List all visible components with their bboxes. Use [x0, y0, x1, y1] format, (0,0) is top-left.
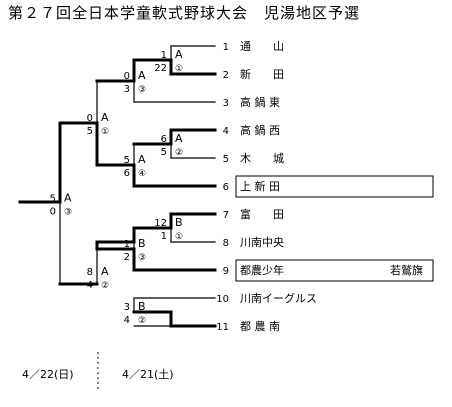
- match-block-label: A: [138, 69, 146, 82]
- team-name: 新 田: [240, 67, 284, 81]
- match-block-label: A: [175, 48, 183, 61]
- match-block-label: B: [175, 216, 183, 229]
- score-top: 1: [161, 50, 167, 61]
- champion-box: [235, 175, 434, 198]
- team-number: 9: [223, 266, 229, 277]
- match-block-label: A: [64, 192, 72, 205]
- team-note: 若鷲旗: [390, 263, 423, 277]
- match-block-label: A: [138, 153, 146, 166]
- team-name: 富 田: [240, 207, 284, 221]
- match-game-number: ③: [138, 85, 146, 95]
- score-bottom: 0: [50, 207, 56, 218]
- team-name: 通 山: [240, 40, 284, 53]
- team-number: 7: [223, 210, 229, 221]
- score-top: 8: [87, 267, 93, 278]
- team-number: 1: [223, 42, 229, 53]
- team-name: 都 農 南: [240, 319, 280, 333]
- date-first: 4／21(土): [122, 368, 174, 381]
- score-bottom: 5: [161, 147, 167, 158]
- score-bottom: 2: [124, 252, 130, 263]
- score-top: 0: [87, 113, 93, 124]
- score-bottom: 6: [124, 168, 130, 179]
- match-game-number: ②: [101, 281, 109, 291]
- match-game-number: ①: [175, 232, 183, 242]
- score-top: 6: [161, 134, 167, 145]
- score-bottom: 4: [87, 280, 93, 291]
- page-title: 第２７回全日本学童軟式野球大会 児湯地区予選: [8, 4, 361, 22]
- score-bottom: 22: [154, 63, 167, 74]
- bracket-path-team2: [95, 58, 217, 83]
- match-game-number: ③: [64, 208, 72, 218]
- score-bottom: 1: [161, 231, 167, 242]
- team-name: 都農少年: [240, 263, 284, 277]
- team-name: 高 鍋 東: [240, 95, 280, 109]
- team-name: 高 鍋 西: [240, 123, 280, 137]
- date-final: 4／22(日): [22, 368, 74, 381]
- match-game-number: ①: [175, 64, 183, 74]
- bracket-path-team11: [132, 310, 217, 328]
- score-top: 0: [124, 71, 130, 82]
- team-name: 上 新 田: [240, 179, 280, 193]
- score-top: 5: [50, 194, 56, 205]
- match-block-label: A: [101, 265, 109, 278]
- team-name: 川南中央: [240, 236, 284, 249]
- team-name: 木 城: [240, 152, 284, 165]
- match-game-number: ③: [138, 253, 146, 263]
- team-number: 6: [223, 182, 229, 193]
- bracket-path-team7: [95, 212, 217, 244]
- bracket-path-winner: [18, 121, 217, 204]
- match-block-label: A: [175, 132, 183, 145]
- runner-up-box: [235, 259, 434, 282]
- team-number: 5: [223, 154, 229, 165]
- bracket-path-team9: [95, 240, 217, 272]
- score-bottom: 4: [124, 315, 130, 326]
- score-bottom: 3: [124, 84, 130, 95]
- match-block-label: B: [138, 237, 146, 250]
- score-top: 3: [124, 302, 130, 313]
- match-game-number: ②: [138, 316, 146, 326]
- match-game-number: ④: [138, 169, 146, 179]
- match-block-label: A: [101, 111, 109, 124]
- score-bottom: 5: [87, 126, 93, 137]
- team-number: 10: [216, 294, 229, 305]
- match-game-number: ②: [175, 148, 183, 158]
- score-top: 12: [154, 218, 167, 229]
- bracket-path-m6-top: [132, 128, 217, 146]
- match-block-label: B: [138, 300, 146, 313]
- team-name: 川南イーグルス: [240, 291, 317, 305]
- team-number: 8: [223, 238, 229, 249]
- team-number: 3: [223, 98, 229, 109]
- score-top: 1: [124, 239, 130, 250]
- team-number: 11: [216, 322, 229, 333]
- team-number: 4: [223, 126, 229, 137]
- team-number: 2: [223, 70, 229, 81]
- score-top: 5: [124, 155, 130, 166]
- match-game-number: ①: [101, 127, 109, 137]
